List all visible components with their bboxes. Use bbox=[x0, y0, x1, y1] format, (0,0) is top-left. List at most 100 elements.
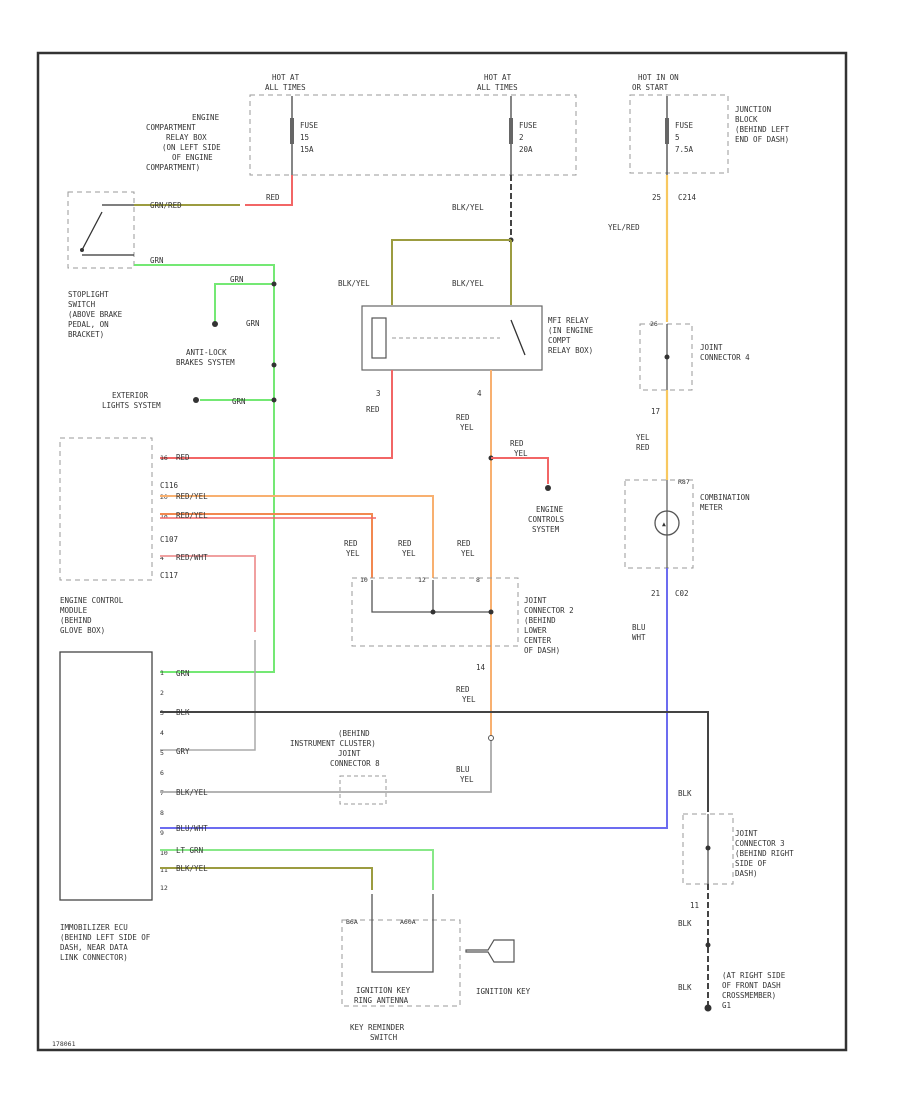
wire-label-blk-yel1: BLK/YEL bbox=[452, 203, 484, 212]
svg-text:BRACKET): BRACKET) bbox=[68, 330, 104, 339]
jc2-out-pin: 14 bbox=[476, 663, 486, 672]
svg-text:DASH): DASH) bbox=[735, 869, 758, 878]
wire-label-red-yel2: RED bbox=[510, 439, 524, 448]
ground-point bbox=[704, 1004, 712, 1012]
wire-label-yel2: YEL bbox=[514, 449, 528, 458]
antilock-label: ANTI-LOCK BRAKES SYSTEM bbox=[176, 348, 235, 367]
jc2-label: JOINT CONNECTOR 2 (BEHIND LOWER CENTER O… bbox=[524, 596, 574, 655]
svg-text:RING ANTENNA: RING ANTENNA bbox=[354, 996, 409, 1005]
svg-text:BRAKES SYSTEM: BRAKES SYSTEM bbox=[176, 358, 235, 367]
key-reminder-label: KEY REMINDER SWITCH bbox=[350, 1023, 405, 1042]
key-unit-label: IGNITION KEY RING ANTENNA bbox=[354, 986, 411, 1005]
svg-text:SYSTEM: SYSTEM bbox=[532, 525, 560, 534]
exterior-label: EXTERIOR LIGHTS SYSTEM bbox=[102, 391, 161, 410]
jb-pin-25: 25 bbox=[652, 193, 661, 202]
combo-meter-label: COMBINATION METER bbox=[700, 493, 750, 512]
wire-label-yel-red1: YEL/RED bbox=[608, 223, 640, 232]
svg-text:G1: G1 bbox=[722, 1001, 731, 1010]
svg-text:STOPLIGHT: STOPLIGHT bbox=[68, 290, 109, 299]
svg-text:OF DASH): OF DASH) bbox=[524, 646, 560, 655]
wire-blu-wht bbox=[160, 568, 668, 829]
engine-controls-label: ENGINE CONTROLS SYSTEM bbox=[528, 505, 565, 534]
svg-text:METER: METER bbox=[700, 503, 723, 512]
fuse-mid-amp: 20A bbox=[519, 145, 533, 154]
svg-text:COMBINATION: COMBINATION bbox=[700, 493, 750, 502]
svg-text:8: 8 bbox=[160, 809, 164, 817]
ignition-key-icon bbox=[465, 939, 515, 963]
jc2-red2: RED bbox=[398, 539, 412, 548]
svg-text:COMPT: COMPT bbox=[548, 336, 571, 345]
svg-text:(BEHIND: (BEHIND bbox=[60, 616, 92, 625]
wire-blk-yel-key bbox=[160, 867, 373, 890]
fuse-mid-label: FUSE bbox=[519, 121, 538, 130]
node-grn-284 bbox=[271, 281, 277, 287]
key-pin-left: B6A bbox=[346, 918, 358, 926]
svg-text:OF ENGINE: OF ENGINE bbox=[172, 153, 213, 162]
immobilizer-pins: 1 2 3 4 5 6 7 8 9 10 11 12 bbox=[160, 669, 168, 892]
jc3-pin-11: 11 bbox=[690, 901, 699, 910]
wire-label-blk-jc3: BLK bbox=[678, 789, 692, 798]
svg-text:7: 7 bbox=[160, 789, 164, 797]
jc4-pin-26: 26 bbox=[650, 320, 658, 328]
svg-text:GLOVE BOX): GLOVE BOX) bbox=[60, 626, 105, 635]
svg-text:OF FRONT DASH: OF FRONT DASH bbox=[722, 981, 781, 990]
svg-text:11: 11 bbox=[160, 866, 168, 874]
instrument-label: (BEHIND INSTRUMENT CLUSTER) JOINT CONNEC… bbox=[290, 729, 380, 768]
svg-text:ENGINE CONTROL: ENGINE CONTROL bbox=[60, 596, 124, 605]
fuse-left-hot: HOT AT bbox=[272, 73, 300, 82]
node-antilock bbox=[212, 321, 218, 327]
wire-label-blk-yel-imm: BLK/YEL bbox=[176, 788, 208, 797]
wire-label-yel1: YEL bbox=[460, 423, 474, 432]
wire-red-yel-ecm2 bbox=[160, 513, 373, 578]
svg-text:CONNECTOR 2: CONNECTOR 2 bbox=[524, 606, 574, 615]
ecm-label: ENGINE CONTROL MODULE (BEHIND GLOVE BOX) bbox=[60, 596, 124, 635]
svg-text:(BEHIND: (BEHIND bbox=[524, 616, 556, 625]
ecm-pin-c117: C117 bbox=[160, 571, 178, 580]
mfi-relay-box bbox=[361, 305, 543, 371]
svg-text:(BEHIND RIGHT: (BEHIND RIGHT bbox=[735, 849, 794, 858]
wire-label-red-wht: RED/WHT bbox=[176, 553, 208, 562]
relay-box-dashed bbox=[249, 94, 577, 176]
svg-text:PEDAL, ON: PEDAL, ON bbox=[68, 320, 109, 329]
wire-red-relay bbox=[160, 370, 393, 459]
svg-text:(BEHIND LEFT: (BEHIND LEFT bbox=[735, 125, 790, 134]
svg-text:12: 12 bbox=[160, 884, 168, 892]
svg-text:CONTROLS: CONTROLS bbox=[528, 515, 565, 524]
jc2-pin-8: 8 bbox=[476, 576, 480, 584]
svg-text:ENGINE: ENGINE bbox=[192, 113, 220, 122]
combo-meter-box bbox=[624, 479, 694, 569]
svg-text:RELAY BOX): RELAY BOX) bbox=[548, 346, 593, 355]
svg-text:INSTRUMENT CLUSTER): INSTRUMENT CLUSTER) bbox=[290, 739, 376, 748]
wire-label-red-top: RED bbox=[266, 193, 280, 202]
svg-text:JOINT: JOINT bbox=[524, 596, 547, 605]
wire-label-blu-wht: BLU/WHT bbox=[176, 824, 208, 833]
ecm-pin-16: 16 bbox=[160, 454, 168, 462]
svg-text:(ABOVE BRAKE: (ABOVE BRAKE bbox=[68, 310, 123, 319]
wire-label-grn3: GRN bbox=[246, 319, 260, 328]
pin-label-3: 3 bbox=[376, 389, 381, 398]
jc3-node bbox=[705, 845, 711, 851]
jc4-label: JOINT CONNECTOR 4 bbox=[700, 343, 750, 362]
svg-text:9: 9 bbox=[160, 829, 164, 837]
junction-block-dashed bbox=[629, 94, 729, 174]
wire-label-blk-g1: BLK bbox=[678, 919, 692, 928]
svg-text:END OF DASH): END OF DASH) bbox=[735, 135, 789, 144]
jb-pin-c214: C214 bbox=[678, 193, 697, 202]
wire-label-blk-g2: BLK bbox=[678, 983, 692, 992]
svg-text:IMMOBILIZER ECU: IMMOBILIZER ECU bbox=[60, 923, 128, 932]
node-491-740 bbox=[488, 735, 494, 741]
wire-label-yel2b: YEL bbox=[636, 433, 650, 442]
wire-label-red-yel-lower1: RED bbox=[456, 685, 470, 694]
fuse-right-amp: 7.5A bbox=[675, 145, 694, 154]
mfi-relay-blade bbox=[510, 319, 526, 356]
svg-text:CROSSMEMBER): CROSSMEMBER) bbox=[722, 991, 776, 1000]
svg-text:SWITCH: SWITCH bbox=[68, 300, 96, 309]
svg-text:(BEHIND: (BEHIND bbox=[338, 729, 370, 738]
svg-text:JOINT: JOINT bbox=[700, 343, 723, 352]
fuse-right-hot2: OR START bbox=[632, 83, 669, 92]
ecm-box bbox=[59, 437, 153, 581]
svg-text:EXTERIOR: EXTERIOR bbox=[112, 391, 149, 400]
wire-label-blk-yel2: BLK/YEL bbox=[338, 279, 370, 288]
combo-pin-21: 21 bbox=[651, 589, 660, 598]
